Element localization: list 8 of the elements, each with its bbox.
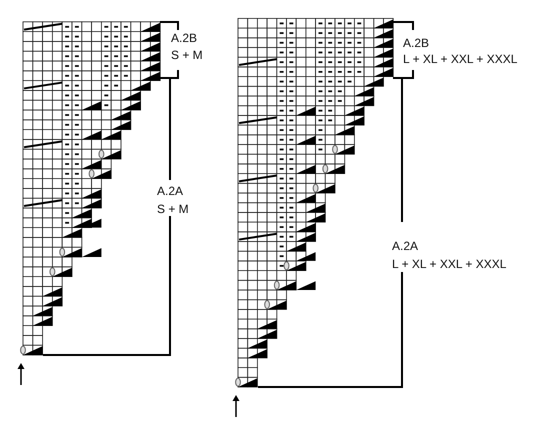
chart-name: A.2A — [392, 239, 418, 253]
size-label: L + XL + XXL + XXXL — [392, 257, 506, 271]
chart-name: A.2B — [171, 31, 198, 45]
chart-name: A.2A — [157, 184, 184, 198]
size-label: S + M — [171, 48, 203, 62]
chart-name: A.2B — [403, 36, 430, 50]
size-label: S + M — [157, 202, 189, 216]
size-label: L + XL + XXL + XXXL — [403, 52, 518, 66]
